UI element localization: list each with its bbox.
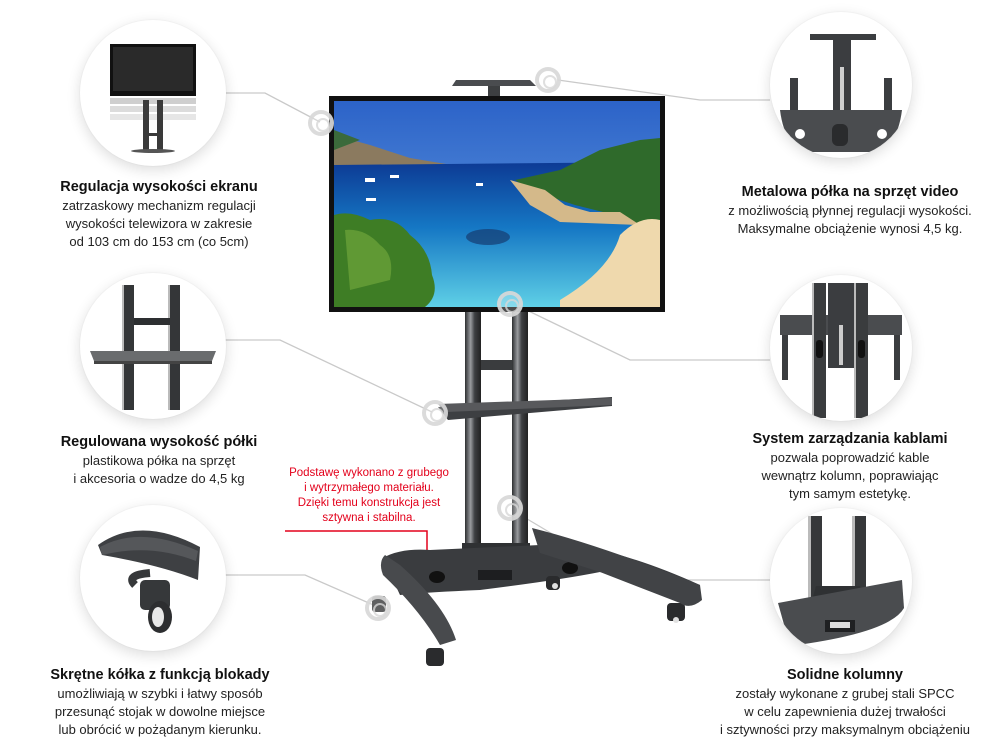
feature-title: System zarządzania kablami: [752, 431, 948, 447]
note-line: i wytrzymałego materiału.: [304, 482, 434, 494]
desc-line: wysokości telewizora w zakresie: [65, 216, 253, 231]
adjustable-shelf-icon: [90, 285, 216, 410]
feature-solid-columns: Solidne kolumny zostały wykonane z grube…: [690, 666, 1000, 739]
thumb-video-shelf: [770, 12, 912, 158]
desc-line: przesunąć stojak w dowolne miejsce: [54, 704, 266, 719]
feature-video-shelf: Metalowa półka na sprzęt video z możliwo…: [700, 183, 1000, 238]
hotspot-shelf-height[interactable]: [422, 400, 448, 426]
cable-channel-icon: [780, 283, 902, 418]
desc-line: i akcesoria o wadze do 4,5 kg: [73, 471, 245, 486]
thumb-shelf-height: [80, 273, 226, 419]
feature-title: Metalowa półka na sprzęt video: [741, 184, 959, 200]
hotspot-cable-management[interactable]: [497, 291, 523, 317]
desc-line: plastikowa półka na sprzęt: [82, 453, 236, 468]
feature-description: z możliwością płynnej regulacji wysokośc…: [700, 202, 1000, 238]
thumb-swivel-wheels: [80, 505, 226, 651]
video-shelf-bracket-icon: [780, 34, 902, 152]
feature-description: umożliwiają w szybki i łatwy sposób prze…: [15, 685, 305, 739]
connector-screen-height: [225, 92, 321, 123]
hotspot-swivel-wheels[interactable]: [365, 595, 391, 621]
feature-description: pozwala poprowadzić kable wewnątrz kolum…: [705, 449, 995, 503]
connector-cable-management: [511, 302, 770, 361]
feature-title: Solidne kolumny: [786, 667, 903, 683]
desc-line: tym samym estetykę.: [788, 486, 912, 501]
tv-cart-illustration: [329, 80, 702, 666]
feature-title: Skrętne kółka z funkcją blokady: [50, 667, 270, 683]
feature-description: zostały wykonane z grubej stali SPCC w c…: [690, 685, 1000, 739]
hotspot-video-shelf[interactable]: [535, 67, 561, 93]
note-line: sztywna i stabilna.: [322, 512, 416, 524]
desc-line: lub obrócić w pożądanym kierunku.: [58, 722, 262, 737]
desc-line: umożliwiają w szybki i łatwy sposób: [57, 686, 263, 701]
hotspot-screen-height[interactable]: [308, 110, 334, 136]
thumb-cable-management: [770, 275, 912, 421]
thumb-solid-columns: [770, 508, 912, 654]
base-note: Podstawę wykonano z grubego i wytrzymałe…: [274, 466, 464, 526]
connector-base-note: [285, 530, 428, 556]
desc-line: Maksymalne obciążenie wynosi 4,5 kg.: [737, 221, 963, 236]
desc-line: i sztywności przy maksymalnym obciążeniu: [720, 722, 970, 737]
connector-swivel-wheels: [225, 574, 379, 608]
note-line: Podstawę wykonano z grubego: [289, 467, 449, 479]
feature-shelf-height: Regulowana wysokość półki plastikowa pół…: [28, 433, 290, 488]
feature-swivel-wheels: Skrętne kółka z funkcją blokady umożliwi…: [15, 666, 305, 739]
feature-title: Regulowana wysokość półki: [60, 434, 258, 450]
column-base-icon: [778, 516, 904, 646]
desc-line: w celu zapewnienia dużej trwałości: [744, 704, 946, 719]
connector-video-shelf: [557, 79, 770, 101]
hotspot-solid-columns[interactable]: [497, 495, 523, 521]
desc-line: zatrzaskowy mechanizm regulacji: [62, 198, 256, 213]
swivel-caster-icon: [98, 530, 200, 633]
desc-line: pozwala poprowadzić kable: [770, 450, 930, 465]
note-line: Dzięki temu konstrukcja jest: [297, 497, 441, 509]
feature-title: Regulacja wysokości ekranu: [60, 179, 258, 195]
feature-description: zatrzaskowy mechanizm regulacji wysokośc…: [28, 197, 290, 251]
desc-line: od 103 cm do 153 cm (co 5cm): [69, 234, 249, 249]
desc-line: zostały wykonane z grubej stali SPCC: [735, 686, 955, 701]
feature-cable-management: System zarządzania kablami pozwala popro…: [705, 430, 995, 503]
feature-description: plastikowa półka na sprzęt i akcesoria o…: [28, 452, 290, 488]
tv-height-thumbnail-icon: [110, 44, 196, 153]
connector-shelf-height: [225, 339, 433, 413]
thumb-screen-height: [80, 20, 226, 166]
feature-screen-height: Regulacja wysokości ekranu zatrzaskowy m…: [28, 178, 290, 251]
desc-line: z możliwością płynnej regulacji wysokośc…: [728, 203, 972, 218]
desc-line: wewnątrz kolumn, poprawiając: [761, 468, 939, 483]
